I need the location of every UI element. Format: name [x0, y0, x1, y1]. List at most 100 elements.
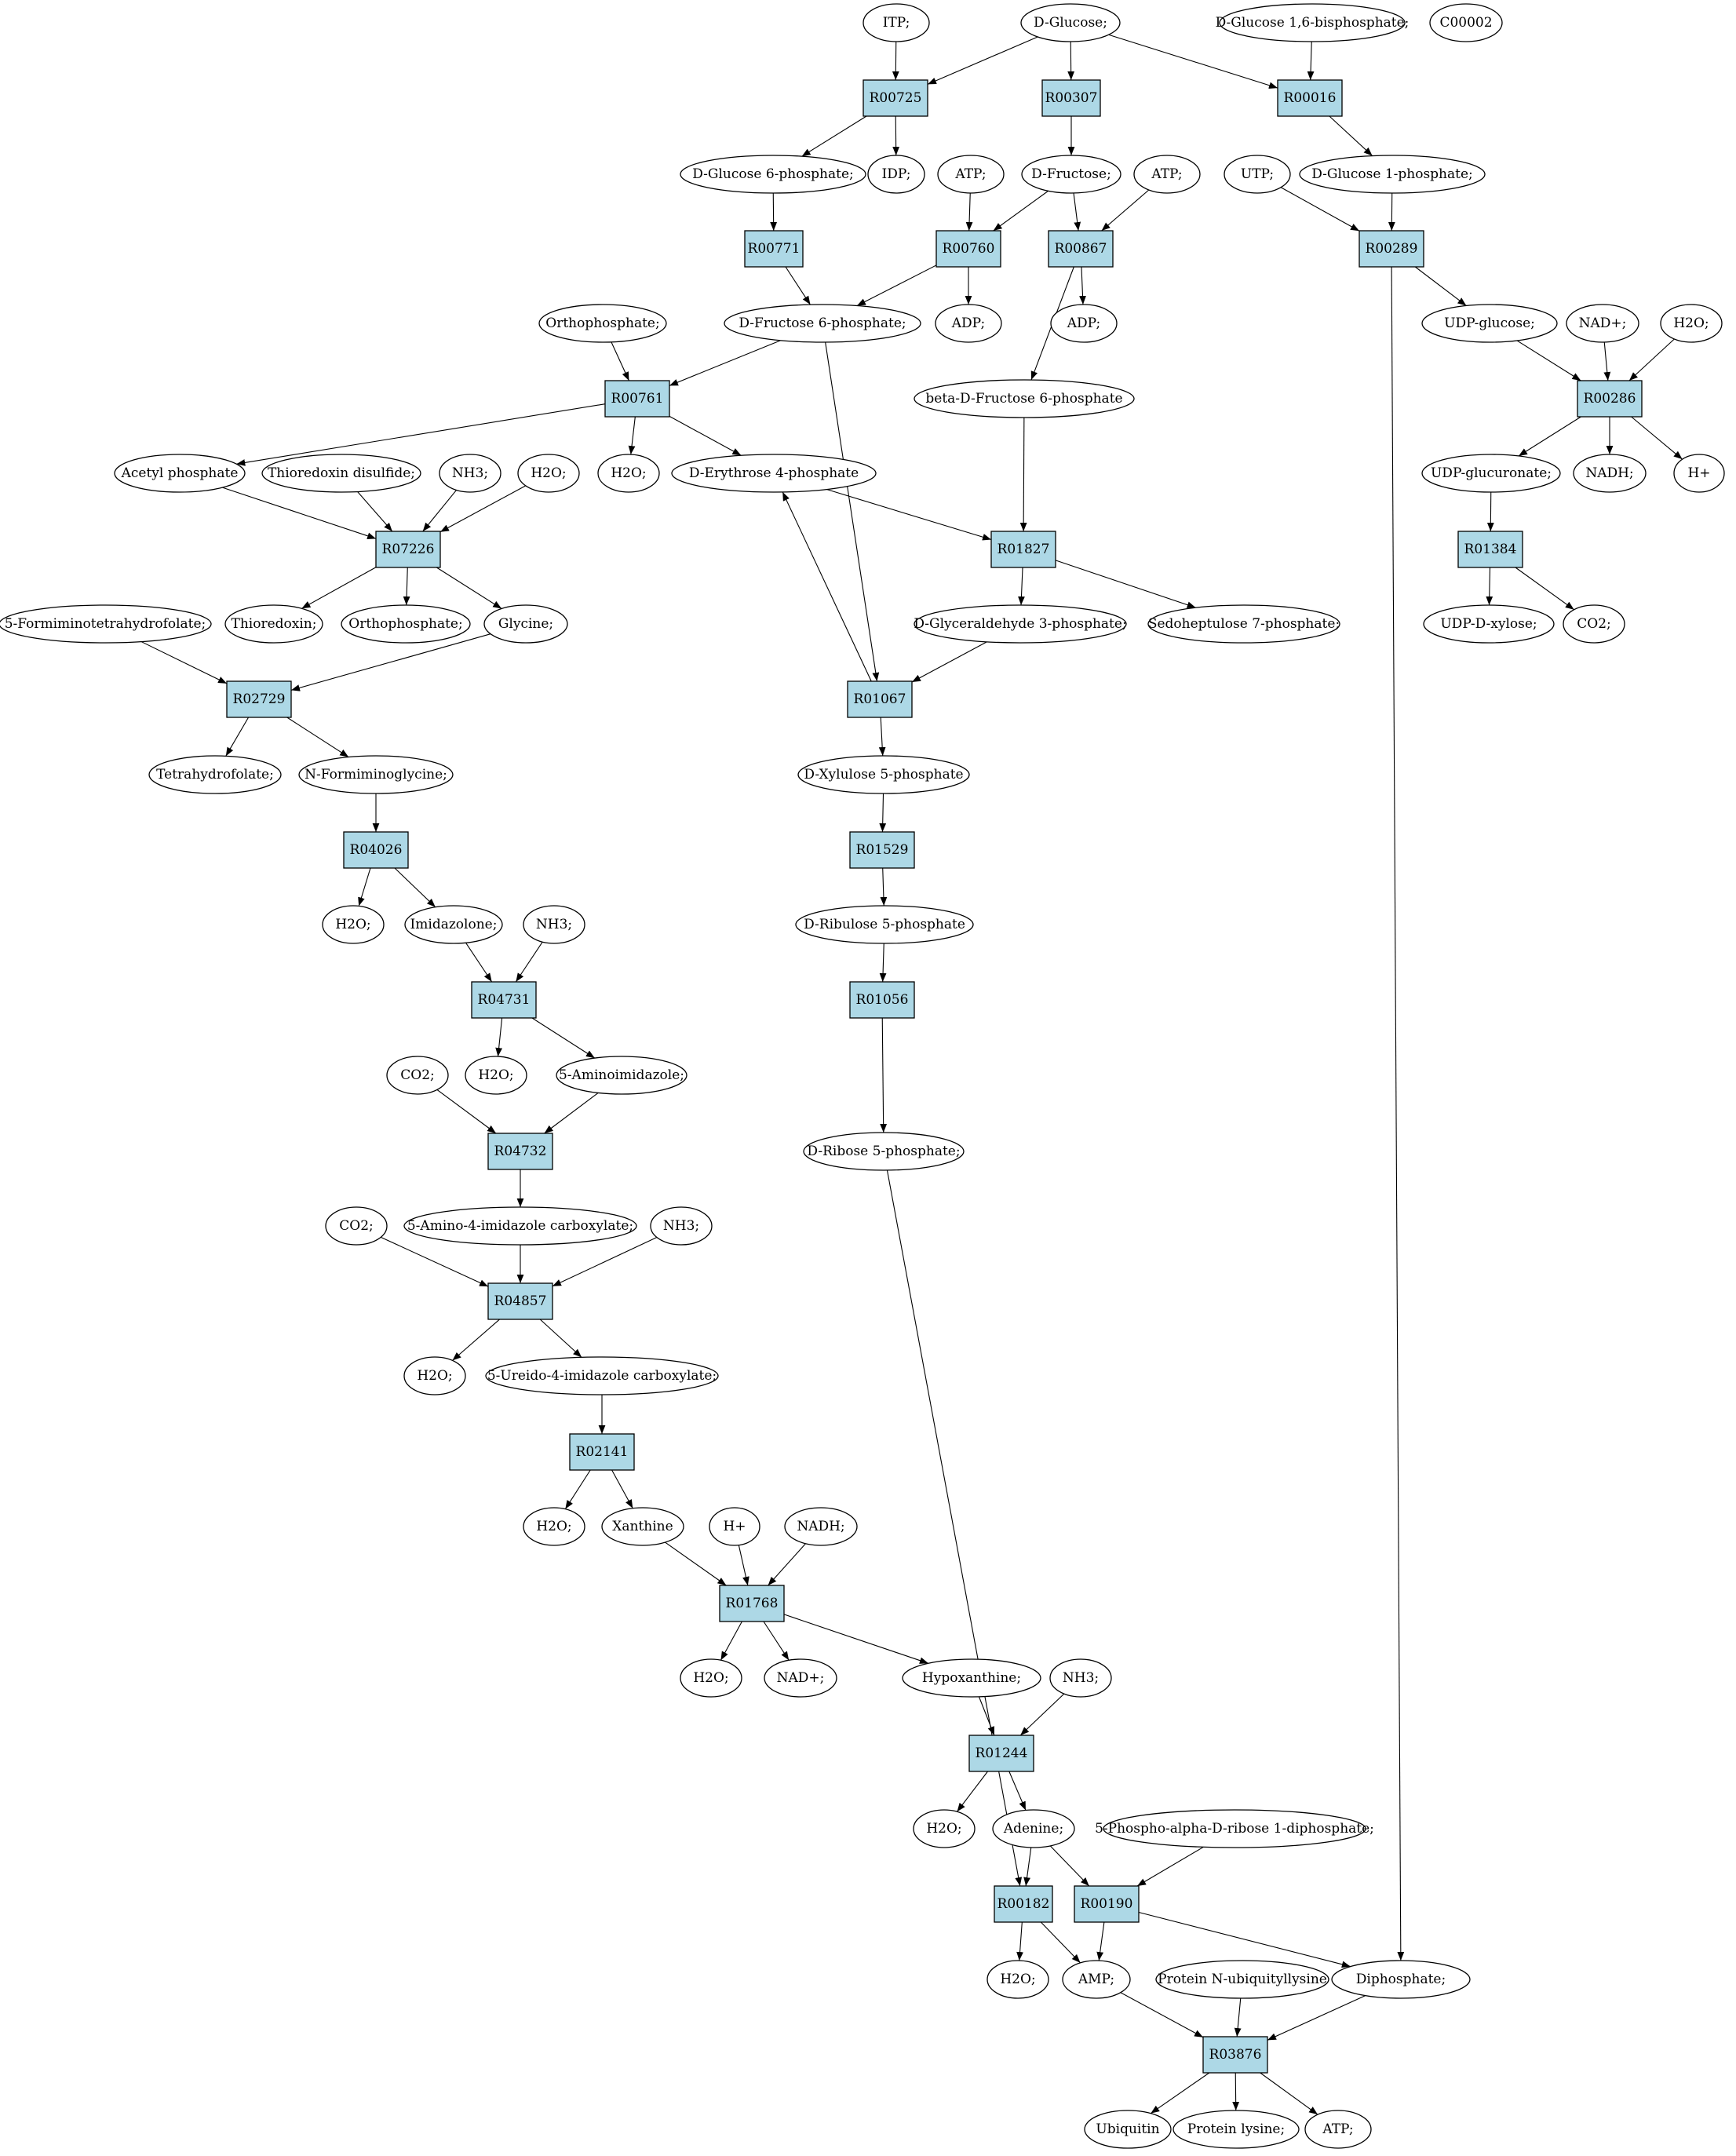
compound-ellipse: [1673, 454, 1725, 493]
node-label: ADP;: [1067, 316, 1100, 331]
compound-ellipse: [1050, 304, 1118, 343]
compound-ellipse: [914, 604, 1127, 644]
reaction-box: [1457, 531, 1523, 568]
node-label: Imidazolone;: [410, 917, 498, 932]
edge-r_R02141-to-n_h2o_g: [564, 1469, 591, 1509]
reaction-node-r_R00182: R00182: [994, 1885, 1053, 1923]
node-label: CO2;: [400, 1067, 435, 1083]
edge-n_co2_c-to-r_R04857: [381, 1236, 489, 1287]
compound-node-n_imz: Imidazolone;: [404, 905, 503, 944]
compound-node-n_drib5p: D-Ribose 5-phosphate;: [803, 1132, 965, 1171]
compound-node-n_dfru: D-Fructose;: [1021, 155, 1121, 194]
compound-ellipse: [1563, 604, 1625, 644]
edge-r_R00725-to-n_dg6p: [801, 115, 867, 157]
compound-node-n_5aiz: 5-Aminoimidazole;: [556, 1056, 687, 1095]
compound-node-n_adp1: ADP;: [935, 304, 1002, 343]
node-label: D-Erythrose 4-phosphate: [689, 465, 859, 481]
compound-ellipse: [867, 155, 925, 194]
edge-n_h2o_b-to-r_R07226: [439, 485, 526, 533]
compound-ellipse: [1062, 1960, 1131, 1999]
node-label: R00289: [1366, 241, 1418, 257]
node-label: 5-Formiminotetrahydrofolate;: [5, 616, 206, 632]
compound-ellipse: [403, 1356, 466, 1395]
compound-node-n_nadh1: NADH;: [1573, 454, 1647, 493]
node-label: IDP;: [882, 166, 911, 182]
edge-n_dglucose-to-r_R00725: [927, 36, 1038, 85]
edge-r_R01827-to-n_s7p: [1055, 560, 1196, 608]
compound-ellipse: [650, 1206, 713, 1246]
compound-node-n_amp: AMP;: [1062, 1960, 1131, 1999]
node-label: NH3;: [452, 465, 488, 481]
compound-ellipse: [224, 604, 323, 644]
compound-ellipse: [680, 155, 866, 194]
edge-r_R03876-to-n_plys: [1232, 2072, 1240, 2111]
node-label: D-Glucose 6-phosphate;: [692, 166, 854, 182]
reaction-node-r_R00307: R00307: [1041, 79, 1101, 117]
edge-r_R01067-to-n_de4p: [782, 491, 872, 682]
edge-n_gly-to-r_R02729: [290, 633, 491, 691]
edge-r_R04731-to-n_5aiz: [531, 1017, 596, 1059]
edge-r_R00761-to-n_acp: [236, 403, 606, 466]
edge-n_nh3_c-to-r_R04857: [552, 1237, 658, 1287]
compound-ellipse: [439, 454, 501, 493]
reaction-node-r_R00760: R00760: [935, 230, 1001, 268]
node-label: H2O;: [926, 1821, 961, 1837]
edge-n_utp-to-r_R00289: [1280, 187, 1360, 232]
edge-n_nh3_d-to-r_R01244: [1019, 1693, 1065, 1736]
compound-ellipse: [863, 3, 930, 42]
compound-node-n_nfgly: N-Formiminoglycine;: [298, 755, 454, 794]
compound-ellipse: [709, 1507, 760, 1546]
node-label: R01827: [997, 542, 1050, 557]
edge-n_dfru-to-r_R00760: [993, 190, 1049, 232]
edge-n_amp-to-r_R03876: [1120, 1992, 1204, 2038]
edges-layer: [140, 34, 1683, 2115]
edge-r_R04026-to-n_imz: [394, 867, 436, 908]
reaction-box: [1277, 79, 1343, 117]
node-label: D-Glucose 1,6-bisphosphate;: [1216, 15, 1410, 31]
compound-node-n_udpgca: UDP-glucuronate;: [1421, 454, 1561, 493]
compound-node-n_bdf6p: beta-D-Fructose 6-phosphate: [914, 379, 1135, 418]
edge-n_5fthf-to-r_R02729: [140, 641, 228, 684]
node-label: Ubiquitin: [1096, 2121, 1159, 2137]
node-label: D-Ribose 5-phosphate;: [807, 1144, 960, 1159]
node-label: R00725: [870, 90, 922, 106]
compound-ellipse: [523, 905, 585, 944]
compound-ellipse: [1049, 1658, 1112, 1698]
edge-n_udpgca-to-r_R01384: [1486, 491, 1494, 532]
compound-node-n_df6p: D-Fructose 6-phosphate;: [724, 304, 921, 343]
edge-n_dg6p-to-r_R00771: [770, 192, 778, 232]
node-label: Protein N-ubiquityllysine: [1158, 1972, 1327, 1987]
compound-ellipse: [1173, 2110, 1300, 2149]
compound-node-n_nh3_b: NH3;: [523, 905, 585, 944]
compound-node-n_itp: ITP;: [863, 3, 930, 42]
node-label: ATP;: [954, 166, 986, 182]
compound-node-n_gly: Glycine;: [483, 604, 568, 644]
node-label: UDP-glucose;: [1444, 316, 1535, 331]
node-label: H2O;: [1000, 1972, 1035, 1987]
node-label: Thioredoxin disulfide;: [268, 465, 415, 481]
compound-node-n_h2o_a: H2O;: [1660, 304, 1723, 343]
reaction-node-r_R00725: R00725: [863, 79, 928, 117]
reaction-node-r_R00867: R00867: [1048, 230, 1114, 268]
node-label: R07226: [382, 542, 435, 557]
compound-node-n_h2o_d: H2O;: [322, 905, 385, 944]
edge-n_acp-to-r_R07226: [222, 487, 377, 540]
node-label: Thioredoxin;: [232, 616, 317, 632]
node-label: R00760: [943, 241, 995, 257]
node-label: UTP;: [1241, 166, 1274, 182]
reaction-node-r_R00016: R00016: [1277, 79, 1343, 117]
edge-r_R03876-to-n_ubq: [1150, 2072, 1210, 2114]
edge-r_R00761-to-n_de4p: [669, 415, 742, 456]
compound-node-n_dg6p: D-Glucose 6-phosphate;: [680, 155, 866, 194]
compound-node-n_dg16bp: D-Glucose 1,6-bisphosphate;: [1216, 3, 1410, 42]
edge-r_R00286-to-n_udpgca: [1518, 416, 1581, 457]
compound-node-n_atp2: ATP;: [1133, 155, 1201, 194]
compound-ellipse: [1429, 3, 1503, 42]
reaction-box: [226, 680, 292, 718]
compound-ellipse: [298, 755, 454, 794]
node-label: NADH;: [797, 1519, 844, 1534]
node-label: D-Ribulose 5-phosphate: [804, 917, 965, 932]
compound-ellipse: [1021, 155, 1121, 194]
reaction-box: [487, 1282, 553, 1320]
node-label: NADH;: [1585, 465, 1633, 481]
